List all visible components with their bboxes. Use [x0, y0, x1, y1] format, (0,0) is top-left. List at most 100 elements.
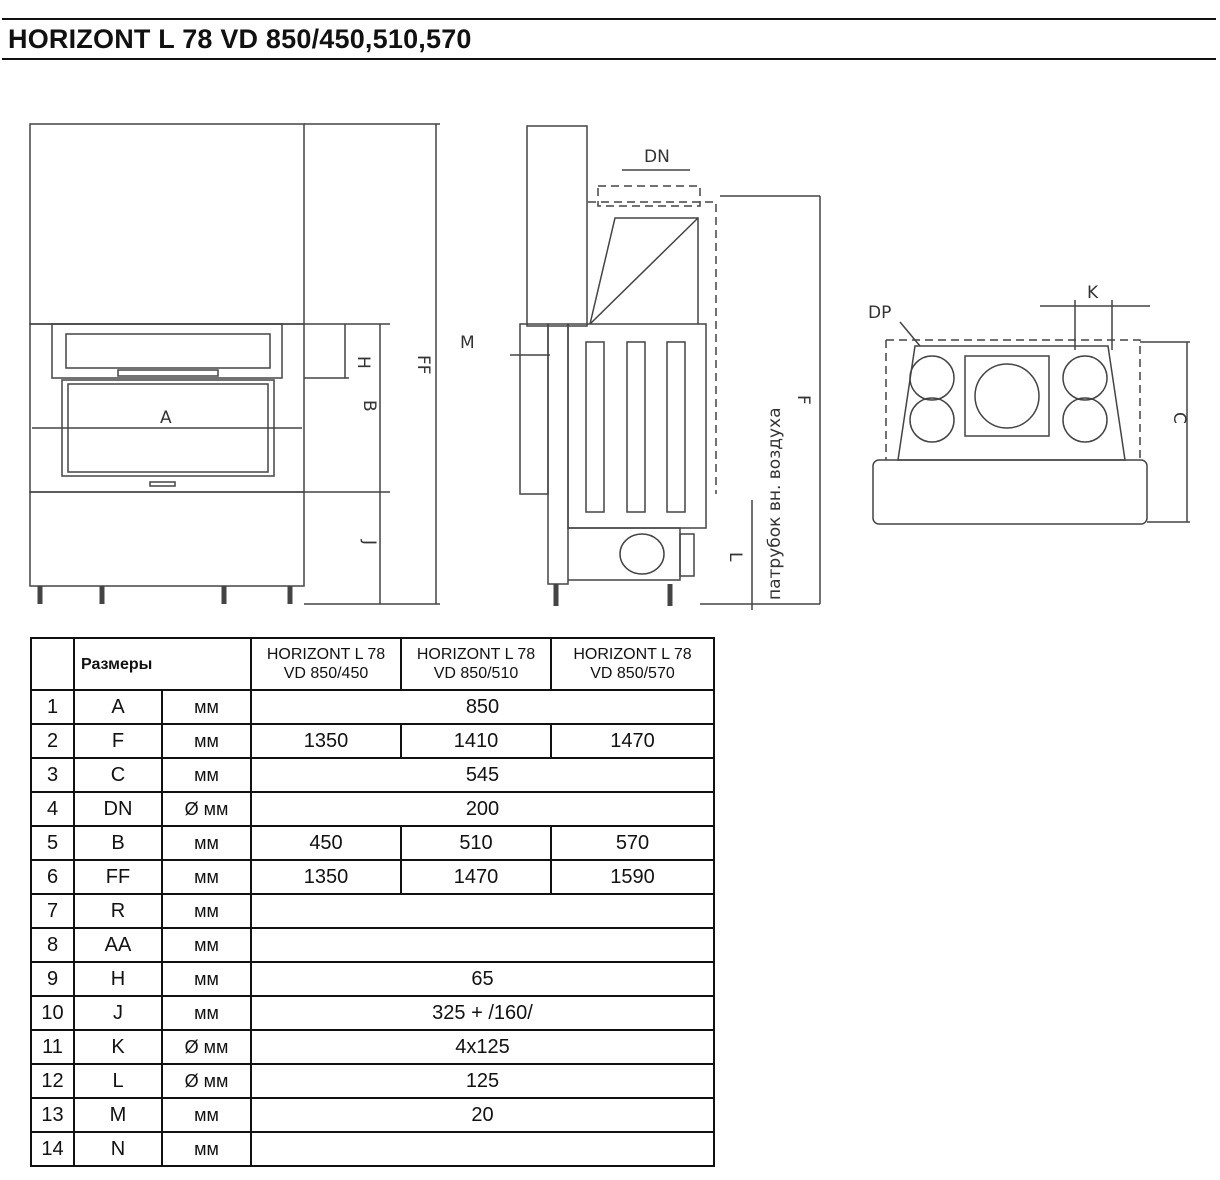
row-number: 5	[30, 825, 75, 861]
title-rule-bottom	[2, 58, 1216, 60]
row-number: 13	[30, 1097, 75, 1133]
technical-drawings: A H B J FF M DN F L патрубок вн. воздуха…	[29, 123, 1190, 610]
dimension-name: R	[73, 893, 163, 929]
title-rule-top	[2, 18, 1216, 20]
row-number: 11	[30, 1029, 75, 1065]
dimension-value	[250, 927, 715, 963]
dimension-unit: мм	[161, 723, 252, 759]
dimension-name: J	[73, 995, 163, 1031]
label-a: A	[160, 408, 172, 428]
dimension-unit: Ø мм	[161, 791, 252, 827]
label-m: M	[460, 333, 475, 353]
row-number: 7	[30, 893, 75, 929]
row-number: 10	[30, 995, 75, 1031]
row-number: 9	[30, 961, 75, 997]
dimension-name: C	[73, 757, 163, 793]
row-number: 8	[30, 927, 75, 963]
dimension-value: 4x125	[250, 1029, 715, 1065]
dimension-name: N	[73, 1131, 163, 1167]
top-view	[872, 300, 1190, 525]
dimension-name: A	[73, 689, 163, 725]
dimension-unit: мм	[161, 1097, 252, 1133]
row-number: 3	[30, 757, 75, 793]
row-number: 6	[30, 859, 75, 895]
dimension-value	[250, 893, 715, 929]
dimension-unit: мм	[161, 893, 252, 929]
dimension-value: 1350	[250, 723, 402, 759]
dimension-value: 1590	[550, 859, 715, 895]
dimension-value: 570	[550, 825, 715, 861]
dimension-unit: Ø мм	[161, 1029, 252, 1065]
dimension-unit: мм	[161, 1131, 252, 1167]
header-dimensions: Размеры	[73, 637, 252, 691]
label-dn: DN	[644, 147, 670, 167]
row-number: 1	[30, 689, 75, 725]
dimension-name: K	[73, 1029, 163, 1065]
label-air-inlet: патрубок вн. воздуха	[765, 407, 785, 600]
dimension-value: 1470	[550, 723, 715, 759]
dimension-value: 20	[250, 1097, 715, 1133]
dimension-unit: мм	[161, 927, 252, 963]
label-b: B	[359, 400, 379, 412]
label-k: K	[1087, 283, 1099, 303]
label-f: F	[793, 395, 813, 405]
dimension-value: 1350	[250, 859, 402, 895]
dimension-name: FF	[73, 859, 163, 895]
dimension-value: 510	[400, 825, 552, 861]
row-number: 12	[30, 1063, 75, 1099]
dimension-value: 200	[250, 791, 715, 827]
dimension-unit: мм	[161, 757, 252, 793]
dimension-name: H	[73, 961, 163, 997]
dimension-name: M	[73, 1097, 163, 1133]
label-dp: DP	[868, 303, 891, 323]
front-view	[29, 123, 440, 605]
row-number: 4	[30, 791, 75, 827]
label-l: L	[725, 552, 745, 562]
label-ff: FF	[413, 355, 433, 375]
row-number: 2	[30, 723, 75, 759]
dimension-name: B	[73, 825, 163, 861]
dimension-value: 450	[250, 825, 402, 861]
dimension-unit: Ø мм	[161, 1063, 252, 1099]
dimension-value: 65	[250, 961, 715, 997]
row-number: 14	[30, 1131, 75, 1167]
dimension-name: AA	[73, 927, 163, 963]
dimension-value: 850	[250, 689, 715, 725]
dimension-value: 1470	[400, 859, 552, 895]
dimension-unit: мм	[161, 689, 252, 725]
dimension-name: L	[73, 1063, 163, 1099]
dimension-value: 125	[250, 1063, 715, 1099]
dimension-name: DN	[73, 791, 163, 827]
dimension-value: 1410	[400, 723, 552, 759]
page-title: HORIZONT L 78 VD 850/450,510,570	[8, 24, 472, 54]
dimension-value: 325 + /160/	[250, 995, 715, 1031]
dimension-unit: мм	[161, 825, 252, 861]
label-c: C	[1169, 412, 1189, 424]
side-view	[510, 125, 821, 610]
dimension-value	[250, 1131, 715, 1167]
dimension-unit: мм	[161, 995, 252, 1031]
dimension-unit: мм	[161, 859, 252, 895]
dimension-value: 545	[250, 757, 715, 793]
label-j: J	[359, 539, 379, 545]
dimension-unit: мм	[161, 961, 252, 997]
